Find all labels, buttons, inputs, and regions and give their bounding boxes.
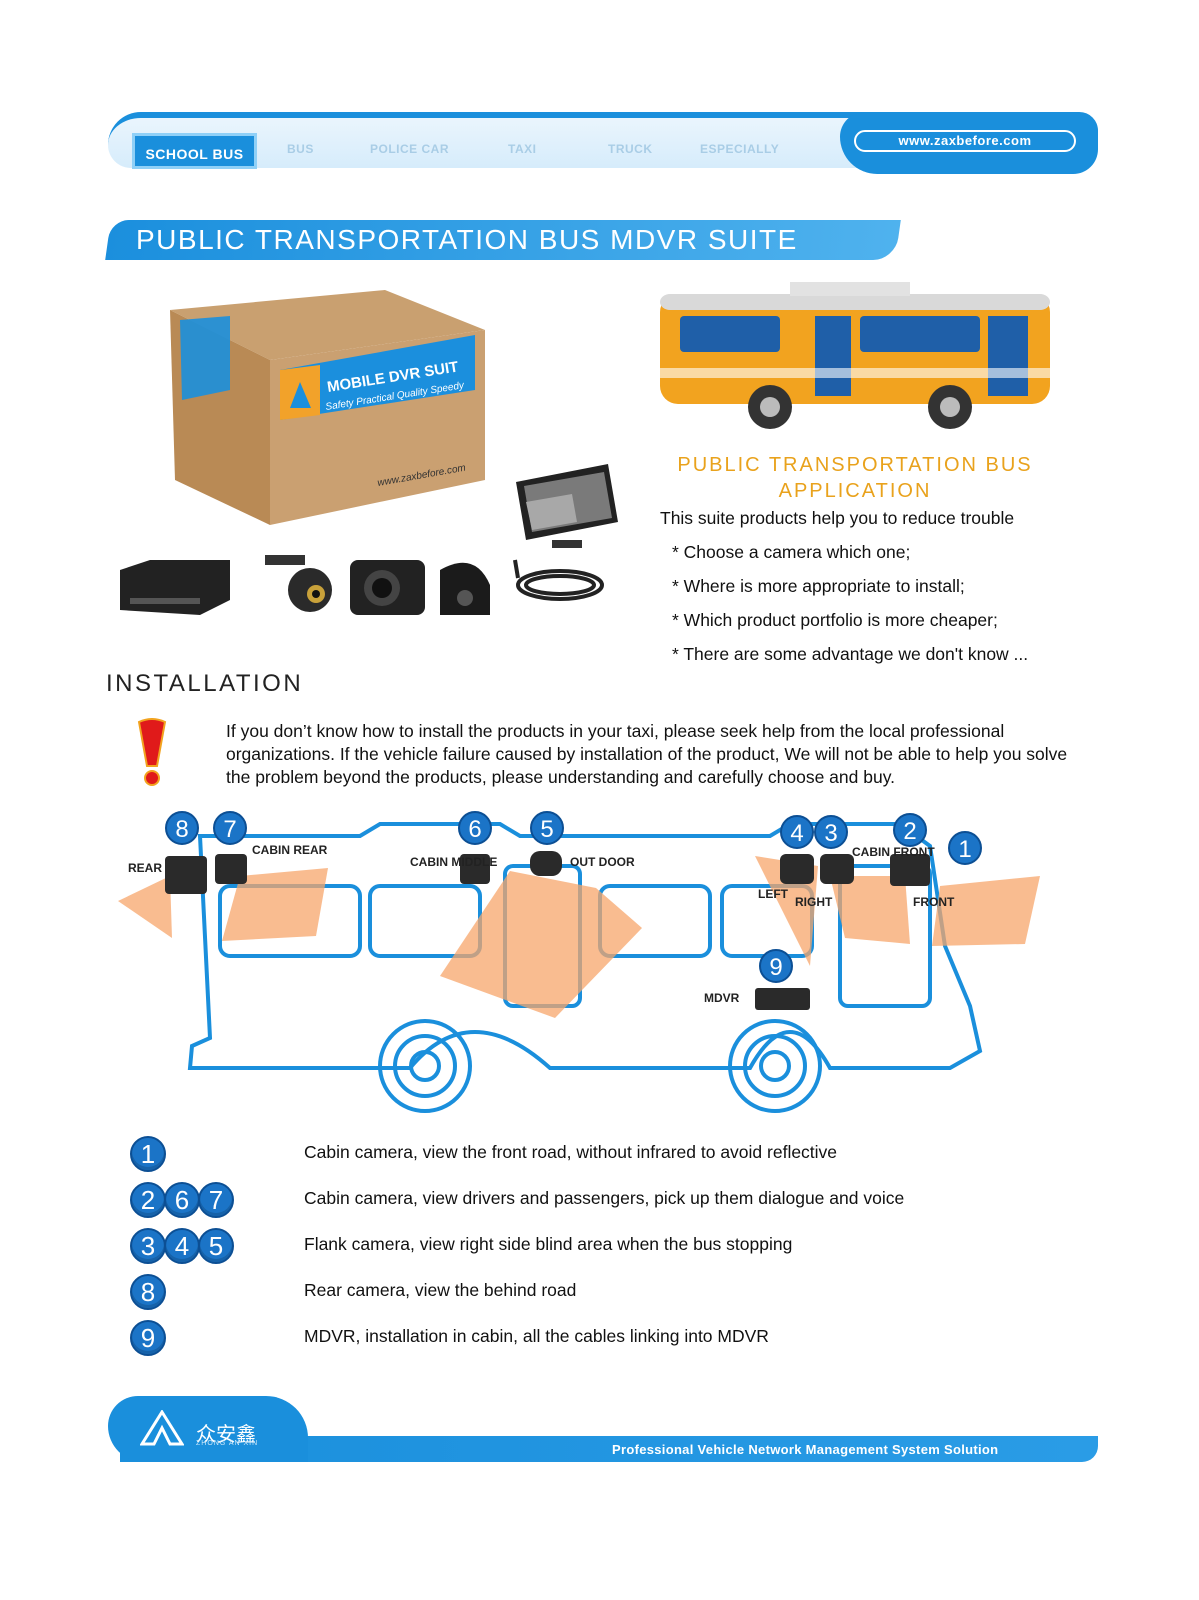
- legend-badge: 5: [198, 1228, 234, 1264]
- tab-police-car[interactable]: POLICE CAR: [370, 142, 450, 156]
- logo-english-name: ZHONG AN XIN: [196, 1440, 259, 1447]
- nav-url-panel: [840, 112, 1098, 174]
- brand-logo-icon: [140, 1410, 184, 1446]
- legend-badge: 9: [130, 1320, 166, 1356]
- website-link[interactable]: www.zaxbefore.com: [854, 130, 1076, 152]
- legend-row-2: 2 6 7 Cabin camera, view drivers and pas…: [130, 1182, 1090, 1222]
- legend-text: MDVR, installation in cabin, all the cab…: [304, 1326, 769, 1346]
- diagram-badge-4: 4: [790, 820, 803, 847]
- installation-diagram: REAR CABIN REAR CABIN MIDDLE OUT DOOR LE…: [118, 811, 1040, 1113]
- cable-image: [513, 559, 604, 601]
- diagram-badge-5: 5: [540, 816, 553, 843]
- product-box-image: MOBILE DVR SUIT Safety Practical Quality…: [170, 290, 485, 525]
- label-cabin-middle: CABIN MIDDLE: [410, 855, 497, 869]
- tab-truck[interactable]: TRUCK: [608, 142, 653, 156]
- legend-badge: 8: [130, 1274, 166, 1310]
- legend-text: Rear camera, view the behind road: [304, 1280, 577, 1300]
- legend-badge: 4: [164, 1228, 200, 1264]
- legend-badge: 3: [130, 1228, 166, 1264]
- label-mdvr: MDVR: [704, 991, 740, 1005]
- legend-text: Cabin camera, view drivers and passenger…: [304, 1188, 905, 1208]
- diagram-badge-8: 8: [175, 816, 188, 843]
- legend-badge: 7: [198, 1182, 234, 1218]
- application-point: * Which product portfolio is more cheape…: [672, 610, 998, 630]
- product-row-image: [120, 555, 604, 615]
- label-cabin-front: CABIN FRONT: [852, 845, 935, 859]
- cabin-camera-image: [265, 555, 332, 612]
- legend-badge: 2: [130, 1182, 166, 1218]
- tab-school-bus[interactable]: SCHOOL BUS: [132, 133, 257, 169]
- legend-badge: 6: [164, 1182, 200, 1218]
- legend-row-5: 9 MDVR, installation in cabin, all the c…: [130, 1320, 1090, 1360]
- warning-icon: [137, 718, 167, 786]
- tab-taxi[interactable]: TAXI: [508, 142, 537, 156]
- diagram-badge-1: 1: [958, 836, 971, 863]
- mdvr-device-image: [120, 560, 230, 615]
- application-point: * Where is more appropriate to install;: [672, 576, 965, 596]
- diagram-badge-6: 6: [468, 816, 481, 843]
- label-cabin-rear: CABIN REAR: [252, 843, 328, 857]
- application-title: PUBLIC TRANSPORTATION BUS APPLICATION: [677, 454, 1033, 502]
- diagram-badge-7: 7: [223, 816, 236, 843]
- diagram-badge-2: 2: [903, 818, 916, 845]
- footer-tagline: Professional Vehicle Network Management …: [612, 1442, 999, 1457]
- page-title: PUBLIC TRANSPORTATION BUS MDVR SUITE: [136, 224, 798, 255]
- installation-heading: INSTALLATION: [106, 670, 304, 697]
- legend-text: Cabin camera, view the front road, witho…: [304, 1142, 838, 1162]
- legend-row-3: 3 4 5 Flank camera, view right side blin…: [130, 1228, 1090, 1268]
- application-point: * Choose a camera which one;: [672, 542, 911, 562]
- application-list: This suite products help you to reduce t…: [660, 506, 1092, 676]
- label-right: RIGHT: [795, 895, 833, 909]
- label-left: LEFT: [758, 887, 789, 901]
- diagram-badge-3: 3: [824, 820, 837, 847]
- logo-chinese-name: 众安鑫: [196, 1424, 256, 1446]
- label-front: FRONT: [913, 895, 955, 909]
- monitor-image: [516, 464, 618, 548]
- legend-row-4: 8 Rear camera, view the behind road: [130, 1274, 1090, 1314]
- legend-row-1: 1 Cabin camera, view the front road, wit…: [130, 1136, 1090, 1176]
- rear-camera-image: [350, 560, 425, 615]
- legend-badge: 1: [130, 1136, 166, 1172]
- side-camera-image: [440, 562, 490, 615]
- application-intro: This suite products help you to reduce t…: [660, 508, 1015, 528]
- installation-warning: If you don’t know how to install the pro…: [226, 721, 1068, 787]
- diagram-badge-9: 9: [769, 954, 782, 981]
- footer-logo-panel: [108, 1396, 308, 1462]
- application-point: * There are some advantage we don't know…: [672, 644, 1029, 664]
- label-out-door: OUT DOOR: [570, 855, 635, 869]
- tab-bus[interactable]: BUS: [287, 142, 314, 156]
- bus-illustration: [660, 282, 1050, 429]
- label-rear: REAR: [128, 861, 162, 875]
- tab-especially[interactable]: ESPECIALLY: [700, 142, 780, 156]
- legend-text: Flank camera, view right side blind area…: [304, 1234, 793, 1254]
